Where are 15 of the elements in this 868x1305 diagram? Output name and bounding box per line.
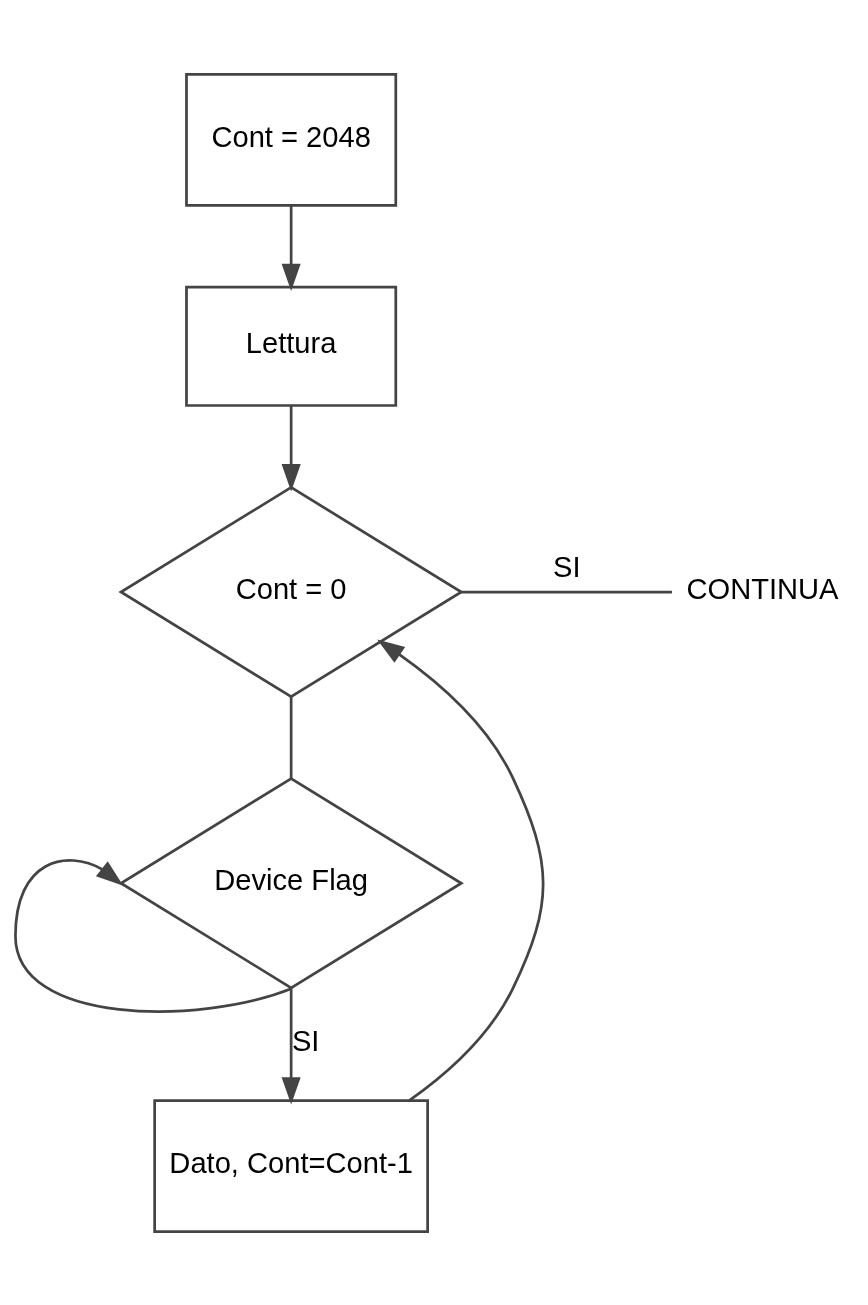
node-text: CONTINUA: [686, 572, 839, 605]
arrow: [281, 205, 301, 291]
edge-label: SI: [291, 1024, 320, 1057]
node-box: Cont = 2048: [185, 72, 398, 207]
connector: [289, 696, 293, 778]
connector: [461, 590, 672, 593]
node-box: Dato, Cont=Cont-1: [153, 1098, 429, 1233]
node-box: Lettura: [185, 285, 398, 407]
edge-label: SI: [553, 550, 581, 583]
arrow: [281, 405, 301, 491]
node-diamond: Cont = 0: [118, 485, 464, 698]
arrow: [14, 858, 292, 1013]
arrow: [377, 639, 545, 1101]
arrow: [281, 987, 301, 1105]
node-diamond: Device Flag: [118, 776, 464, 989]
